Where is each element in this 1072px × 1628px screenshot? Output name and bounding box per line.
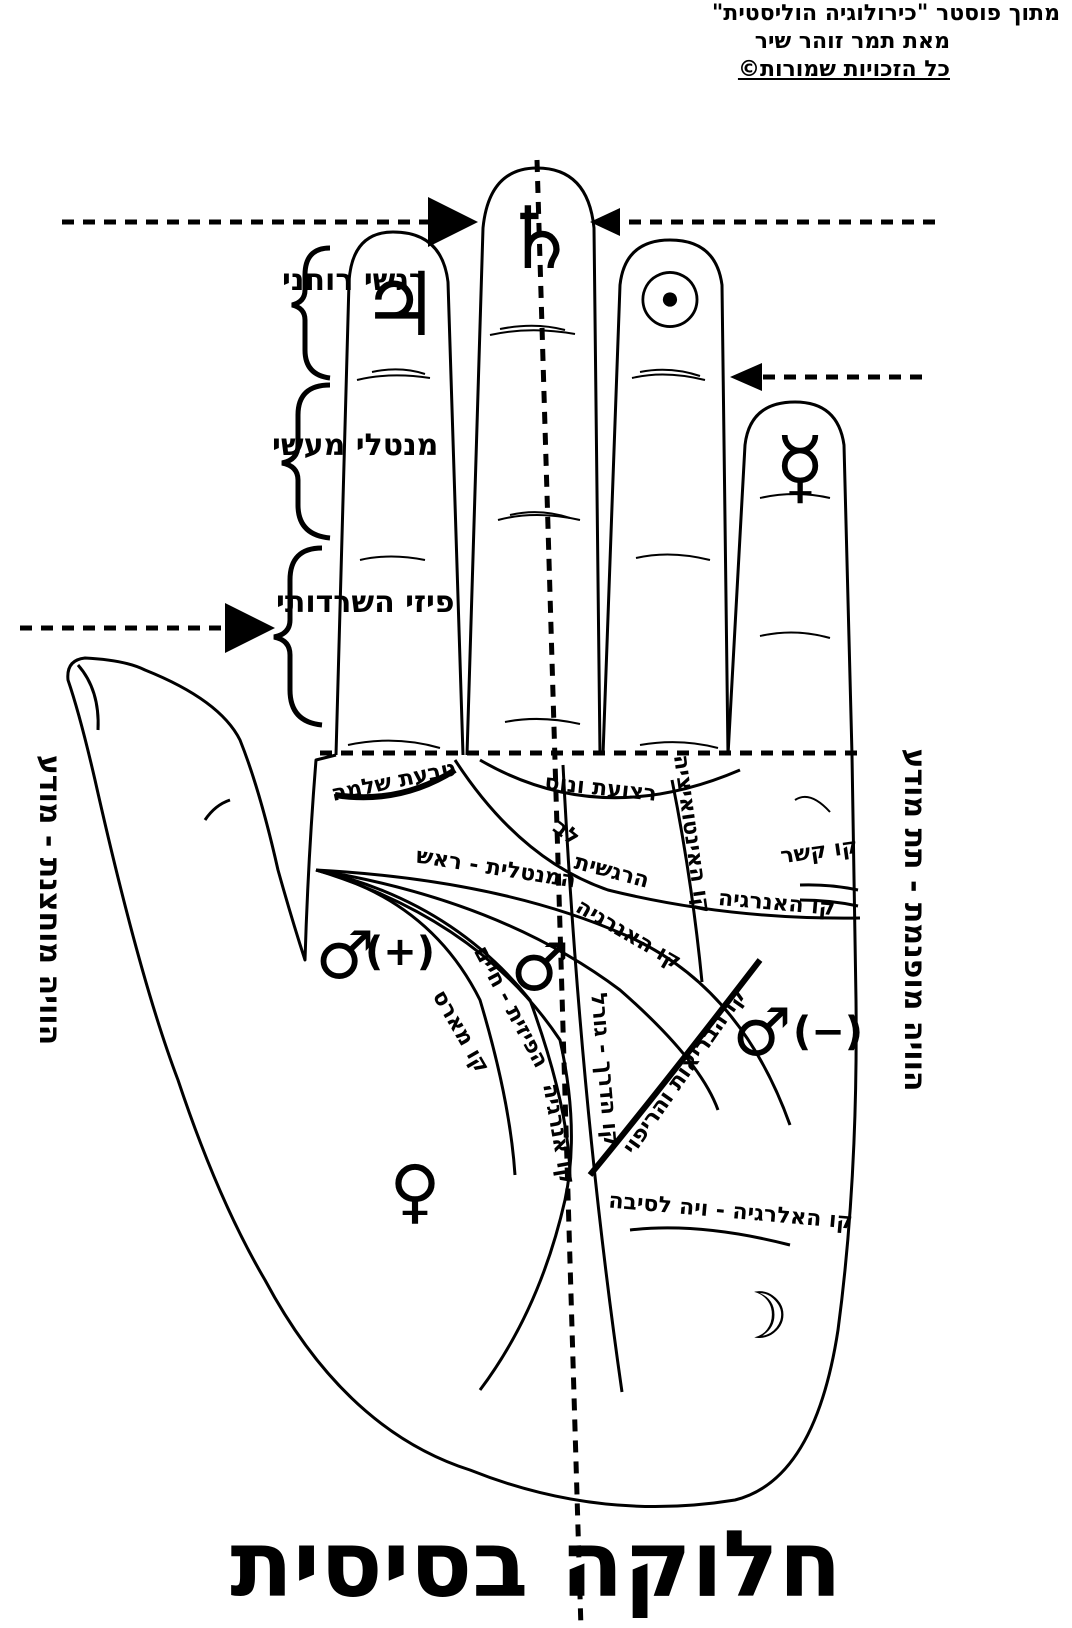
allergy-line	[629, 1226, 791, 1247]
brace-top	[291, 245, 331, 381]
mars-symbol-negative: ♂	[732, 994, 791, 1071]
thumb-nail	[76, 664, 100, 731]
label-heart: לב	[548, 815, 584, 851]
poster-credit: מתוך פוסטר "כירולוגיה הוליסטית" מאת תמר …	[540, 0, 1060, 84]
phalange-braces	[273, 245, 331, 728]
phalange-labels: רגשי רוחני מנטלי מעשי פיזי השרדותי	[272, 263, 455, 620]
finger-creases	[347, 324, 831, 749]
arrow-head	[590, 208, 620, 236]
ring-of-solomon	[334, 767, 457, 801]
label-energy-mid: קו האנרגיה	[571, 894, 685, 974]
label-venus: רצועת ונוס	[543, 770, 658, 807]
connection-mark	[794, 796, 831, 813]
palm-outline	[66, 656, 858, 1509]
brace-middle	[281, 382, 331, 541]
girdle-of-venus	[479, 758, 741, 800]
palm-lines	[315, 758, 861, 1393]
heart-line	[453, 759, 861, 920]
ring-finger-outline	[601, 238, 730, 756]
brace-bottom	[273, 545, 323, 728]
mars-positive-sign: (+)	[365, 929, 435, 975]
dotted-guides	[20, 159, 935, 1628]
label-head: המנטלית - ראש	[414, 844, 577, 894]
label-energy-top: קו האנרגיה	[717, 886, 836, 921]
label-mars-line: קו מארס	[427, 986, 494, 1078]
saturn-symbol: ♄	[501, 189, 578, 289]
label-health-line: קו הבריאות והריפוי	[618, 983, 751, 1159]
guide-center-vertical	[534, 159, 584, 1628]
credit-copyright: כל הזכויות שמורות©	[737, 57, 950, 82]
thumb-knuckle	[203, 798, 231, 821]
index-finger-outline	[334, 230, 465, 756]
mars-symbol-center: ♂	[510, 929, 569, 1006]
mercury-symbol: ☿	[775, 420, 825, 515]
connection-line-2	[799, 898, 859, 908]
connection-line	[799, 883, 859, 892]
mars-symbol-positive: ♂	[315, 917, 374, 994]
head-line	[315, 868, 792, 1126]
jupiter-symbol: ♃	[361, 253, 440, 356]
side-label-right: הוויה מופנמת - תת מודע	[897, 748, 932, 1091]
health-line	[587, 958, 763, 1177]
vital-line	[315, 868, 573, 1391]
label-emotional: הרגשית	[572, 850, 652, 894]
intuition-line	[670, 779, 704, 983]
label-solomon: טבעת שלמה	[329, 756, 458, 807]
label-vital-line: קו אנרגיה	[537, 1081, 579, 1186]
moon-symbol: ☽	[731, 1280, 788, 1354]
credit-author: מאת תמר זוהר שיר	[754, 29, 950, 54]
diagram-title: חלוקה בסיסית	[230, 1511, 842, 1618]
label-connection: קו קשר	[779, 834, 859, 870]
planet-symbols: ♃ ♄ ☉ ☿ ♂ (+) ♂ ♂ (−) ♀ ☽	[315, 189, 863, 1354]
label-intuition: קו האינטואיציה	[668, 753, 715, 915]
side-label-left: הוויה מוחצנת - מודע	[32, 755, 67, 1045]
little-finger-outline	[726, 400, 854, 756]
sun-symbol: ☉	[635, 257, 705, 347]
fate-line	[561, 764, 624, 1393]
venus-symbol: ♀	[389, 1150, 440, 1232]
label-middle-phalange: מנטלי מעשי	[272, 428, 438, 463]
label-top-phalange: רגשי רוחני	[282, 263, 427, 298]
label-bottom-phalange: פיזי השרדותי	[276, 585, 455, 620]
arrow-head	[730, 363, 762, 391]
hand-outline	[66, 166, 858, 1509]
mars-negative-sign: (−)	[793, 1009, 863, 1055]
credit-source: מתוך פוסטר "כירולוגיה הוליסטית"	[711, 1, 1060, 26]
energy-line	[315, 868, 720, 1111]
